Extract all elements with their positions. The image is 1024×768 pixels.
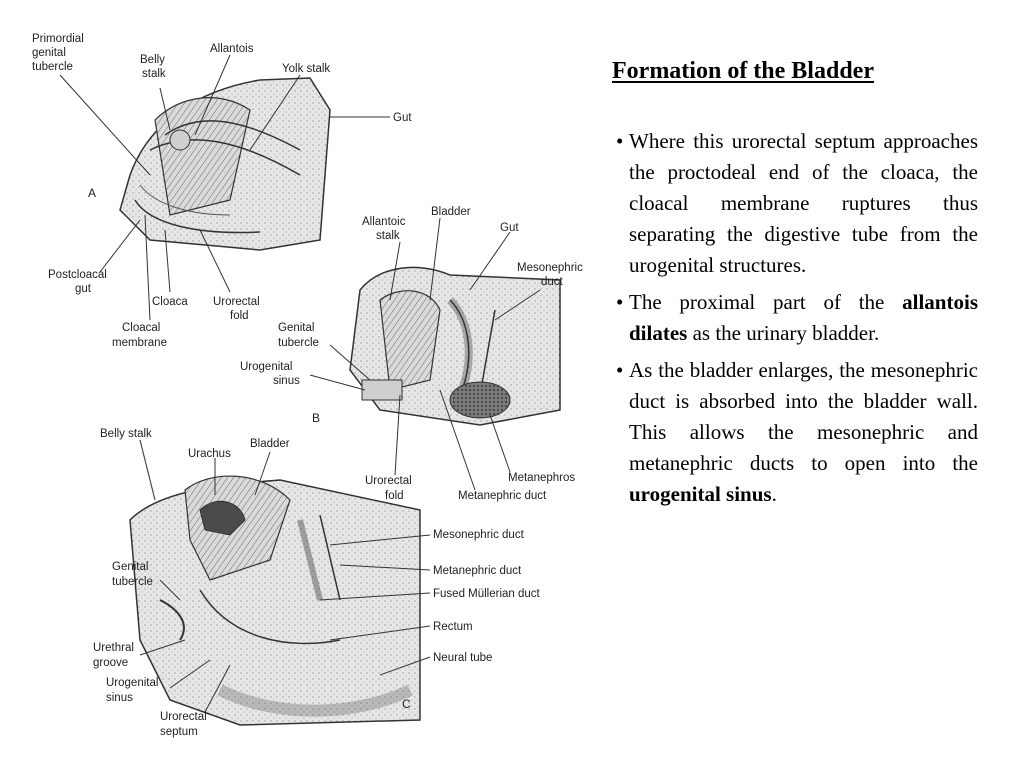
panel-c: [129, 439, 431, 726]
label-sinus-b: sinus: [273, 375, 300, 387]
label-yolk-stalk: Yolk stalk: [282, 63, 330, 75]
slide-title: Formation of the Bladder: [612, 58, 874, 84]
label-urachus: Urachus: [188, 448, 231, 460]
label-belly-stalk-c: Belly stalk: [100, 428, 152, 440]
label-urorectal-a: Urorectal: [213, 296, 260, 308]
label-cloacal: Cloacal: [122, 322, 160, 334]
label-allantoic-stalk: stalk: [376, 230, 400, 242]
label-tubercle-b: tubercle: [278, 337, 319, 349]
label-genital: genital: [32, 47, 66, 59]
label-stalk: stalk: [142, 68, 166, 80]
label-mesonephric-duct-c: Mesonephric duct: [433, 529, 525, 541]
bullet-item: •Where this urorectal septum approaches …: [616, 126, 978, 281]
bullet-bold-text: urogenital sinus: [629, 482, 772, 506]
label-cloaca: Cloaca: [152, 296, 188, 308]
panel-b: [309, 217, 561, 491]
bullet-text: Where this urorectal septum approaches t…: [629, 129, 978, 277]
label-urorectal-b: Urorectal: [365, 475, 412, 487]
bullet-item: •As the bladder enlarges, the mesonephri…: [616, 355, 978, 510]
label-urogenital-b: Urogenital: [240, 361, 292, 373]
label-postcloacal: Postcloacal: [48, 269, 107, 281]
label-belly: Belly: [140, 54, 165, 66]
label-allantois: Allantois: [210, 43, 254, 55]
bullet-list: •Where this urorectal septum approaches …: [616, 126, 978, 516]
panel-a: [59, 54, 390, 321]
label-fold-b: fold: [385, 490, 404, 502]
label-groove: groove: [93, 657, 128, 669]
bullet-dot: •: [616, 129, 624, 153]
bullet-dot: •: [616, 290, 624, 314]
panel-a-letter: A: [88, 186, 96, 200]
label-fold-a: fold: [230, 310, 249, 322]
label-septum: septum: [160, 726, 198, 738]
panel-b-letter: B: [312, 411, 320, 425]
label-tubercle: tubercle: [32, 61, 73, 73]
label-allantoic: Allantoic: [362, 216, 406, 228]
label-urethral: Urethral: [93, 642, 134, 654]
label-postcloacal-gut: gut: [75, 283, 92, 295]
label-metanephric-duct-c: Metanephric duct: [433, 565, 522, 577]
label-urorectal-c: Urorectal: [160, 711, 207, 723]
label-bladder-b: Bladder: [431, 206, 471, 218]
label-gut-a: Gut: [393, 112, 412, 124]
label-rectum: Rectum: [433, 621, 473, 633]
bullet-text: .: [771, 482, 777, 506]
label-primordial: Primordial: [32, 33, 84, 45]
bladder-formation-figure: Primordial genital tubercle Belly stalk …: [32, 33, 583, 738]
label-urogenital-c: Urogenital: [106, 677, 158, 689]
bullet-text: The proximal part of the: [629, 290, 903, 314]
label-gut-b: Gut: [500, 222, 519, 234]
label-sinus-c: sinus: [106, 692, 133, 704]
bullet-dot: •: [616, 358, 624, 382]
label-genital-b: Genital: [278, 322, 314, 334]
bullet-item: •The proximal part of the allantois dila…: [616, 287, 978, 349]
label-neural-tube: Neural tube: [433, 652, 492, 664]
label-bladder-c: Bladder: [250, 438, 290, 450]
bullet-bold-text: allantois dilates: [629, 290, 978, 345]
label-membrane: membrane: [112, 337, 167, 349]
label-tubercle-c: tubercle: [112, 576, 153, 588]
label-genital-c: Genital: [112, 561, 148, 573]
bullet-text: as the urinary bladder.: [687, 321, 880, 345]
label-metanephros: Metanephros: [508, 472, 575, 484]
label-mullerian: Fused Müllerian duct: [433, 588, 541, 600]
label-metanephric-duct-b: Metanephric duct: [458, 490, 547, 502]
panel-c-letter: C: [402, 697, 411, 711]
label-mesonephric-duct-b: duct: [541, 276, 564, 288]
label-mesonephric-b: Mesonephric: [517, 262, 583, 274]
bullet-text: As the bladder enlarges, the mesonephric…: [629, 358, 978, 475]
